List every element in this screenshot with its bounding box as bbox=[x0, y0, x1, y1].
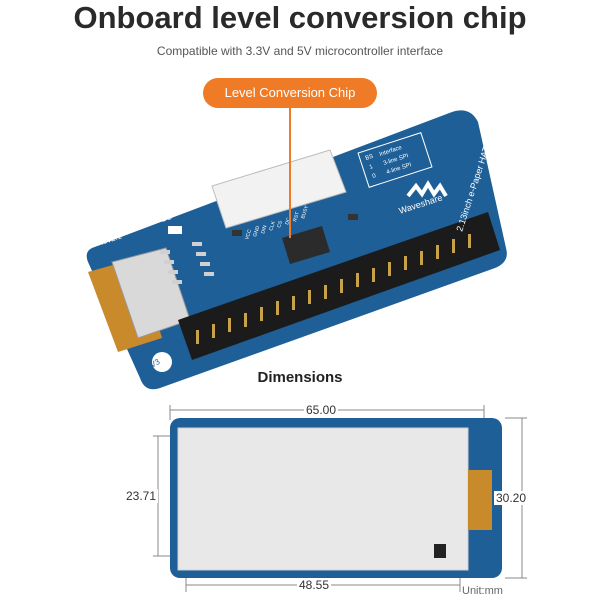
bs-switch bbox=[168, 226, 182, 234]
pin-label-dc: DC bbox=[284, 217, 292, 226]
pin-label-clk: CLK bbox=[268, 220, 277, 232]
interface-table-frame bbox=[357, 132, 433, 188]
pin-label-gnd: GND bbox=[252, 225, 261, 238]
pin-label-cs: CS bbox=[276, 220, 284, 229]
interface-table-cell: 0 bbox=[372, 173, 378, 180]
dimensions-drawing bbox=[153, 405, 527, 592]
component bbox=[232, 230, 242, 236]
pin-labels: VCC GND DIN CLK CS DC RST BUSY bbox=[244, 204, 310, 240]
component bbox=[348, 214, 358, 220]
display-chip bbox=[434, 544, 446, 558]
epaper-display bbox=[177, 427, 469, 571]
page-title: Onboard level conversion chip bbox=[73, 0, 527, 35]
fpc-cable bbox=[468, 470, 492, 530]
hat-board bbox=[86, 110, 507, 390]
silk-v3: V3 bbox=[149, 357, 162, 370]
interface-table-header-bs: BS bbox=[365, 154, 374, 162]
mounting-hole bbox=[152, 352, 172, 372]
silk-bs: BS bbox=[160, 212, 173, 224]
pin-label-vcc: VCC bbox=[244, 228, 253, 240]
level-conversion-chip bbox=[282, 226, 330, 264]
interface-table-cell: 1 bbox=[369, 164, 375, 171]
resistor-array bbox=[160, 242, 214, 284]
unit-label: Unit:mm bbox=[462, 585, 503, 597]
callout-pointer bbox=[289, 108, 291, 238]
dim-height-display: 23.71 bbox=[124, 489, 159, 503]
header-pins bbox=[196, 234, 471, 344]
pin-label-rst: RST bbox=[292, 211, 301, 222]
gpio-header bbox=[178, 212, 500, 360]
page-subtitle: Compatible with 3.3V and 5V microcontrol… bbox=[156, 44, 444, 58]
pin-label-busy: BUSY bbox=[300, 204, 310, 219]
dim-height-total: 30.20 bbox=[494, 491, 529, 505]
level-conversion-callout: Level Conversion Chip bbox=[203, 78, 377, 108]
dimensions-title: Dimensions bbox=[257, 369, 343, 386]
pin-label-din: DIN bbox=[260, 224, 268, 234]
dim-width-display: 48.55 bbox=[297, 578, 332, 592]
dim-width-total: 65.00 bbox=[304, 403, 339, 417]
waveshare-logo-icon bbox=[406, 180, 448, 198]
